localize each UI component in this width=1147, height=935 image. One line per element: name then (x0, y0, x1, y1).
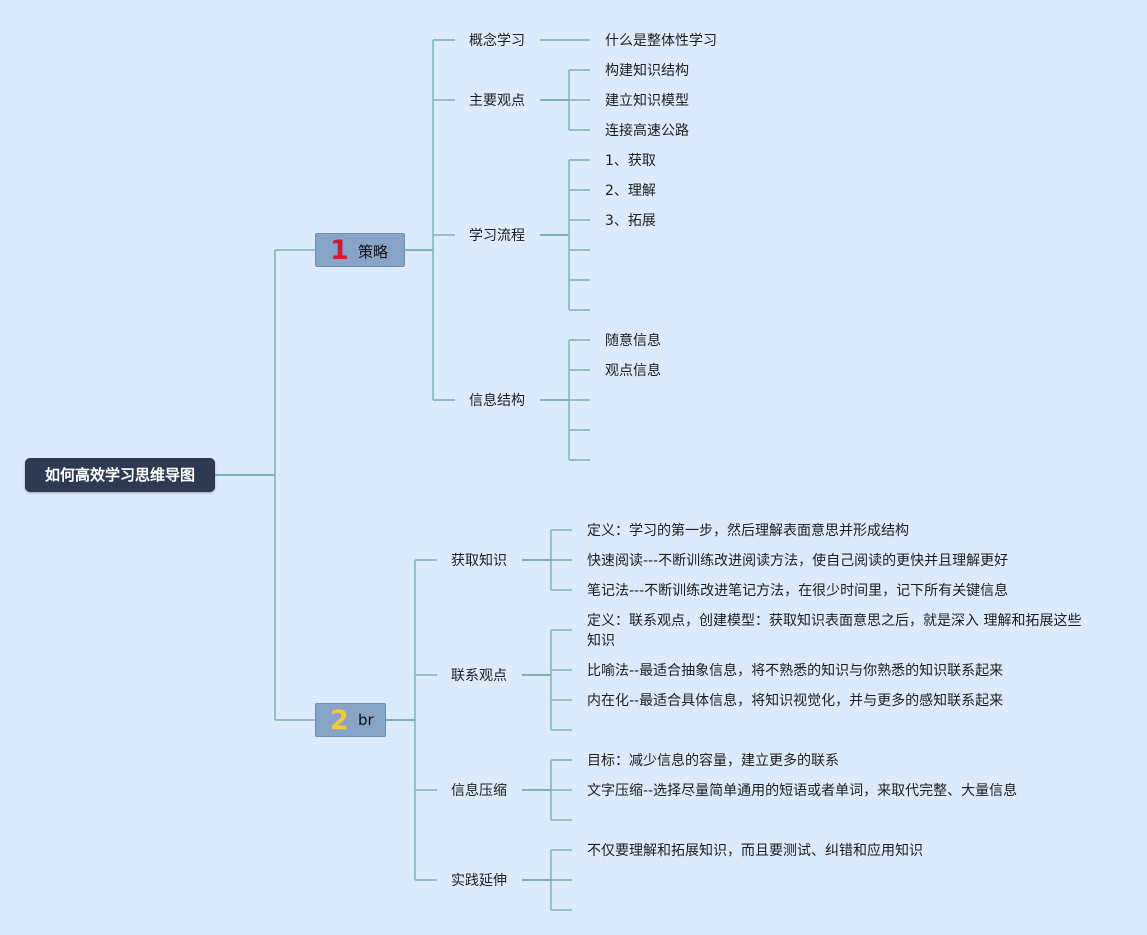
leaf-item[interactable]: 观点信息 (605, 363, 661, 379)
branch-strategy[interactable]: 1 策略 (315, 233, 405, 267)
leaf-item[interactable]: 文字压缩--选择尽量简单通用的短语或者单词，来取代完整、大量信息 (587, 783, 1018, 799)
topic-main-views[interactable]: 主要观点 (469, 93, 525, 109)
topic-practice-extension[interactable]: 实践延伸 (451, 873, 507, 889)
root-topic[interactable]: 如何高效学习思维导图 (25, 458, 215, 492)
topic-info-compression[interactable]: 信息压缩 (451, 783, 507, 799)
leaf-item[interactable]: 快速阅读---不断训练改进阅读方法，使自己阅读的更快并且理解更好 (587, 553, 1009, 569)
leaf-item[interactable]: 3、拓展 (605, 213, 656, 229)
leaf-item[interactable]: 定义：联系观点，创建模型：获取知识表面意思之后，就是深入 理解和拓展这些知识 (587, 613, 1082, 649)
leaf-item[interactable]: 建立知识模型 (605, 93, 689, 109)
leaf-item[interactable]: 比喻法--最适合抽象信息，将不熟悉的知识与你熟悉的知识联系起来 (587, 663, 1004, 679)
topic-concept-learning[interactable]: 概念学习 (469, 33, 525, 49)
number-one-badge: 1 (330, 235, 349, 266)
leaf-item[interactable]: 1、获取 (605, 153, 656, 169)
topic-connect-views[interactable]: 联系观点 (451, 668, 507, 684)
branch-label: br (358, 711, 374, 729)
topic-learning-process[interactable]: 学习流程 (469, 228, 525, 244)
leaf-item[interactable]: 不仅要理解和拓展知识，而且要测试、纠错和应用知识 (587, 843, 923, 859)
branch-br[interactable]: 2 br (315, 703, 386, 737)
leaf-item[interactable]: 连接高速公路 (605, 123, 689, 139)
leaf-item[interactable]: 2、理解 (605, 183, 656, 199)
topic-acquire-knowledge[interactable]: 获取知识 (451, 553, 507, 569)
leaf-item[interactable]: 什么是整体性学习 (605, 33, 717, 49)
leaf-item[interactable]: 定义：学习的第一步，然后理解表面意思并形成结构 (587, 523, 909, 539)
leaf-item[interactable]: 笔记法---不断训练改进笔记方法，在很少时间里，记下所有关键信息 (587, 583, 1009, 599)
topic-info-structure[interactable]: 信息结构 (469, 393, 525, 409)
branch-label: 策略 (358, 243, 389, 261)
number-two-badge: 2 (330, 705, 349, 736)
leaf-item[interactable]: 目标：减少信息的容量，建立更多的联系 (587, 753, 839, 769)
leaf-item[interactable]: 随意信息 (605, 333, 661, 349)
leaf-item[interactable]: 构建知识结构 (605, 63, 689, 79)
leaf-item[interactable]: 内在化--最适合具体信息，将知识视觉化，并与更多的感知联系起来 (587, 693, 1004, 709)
